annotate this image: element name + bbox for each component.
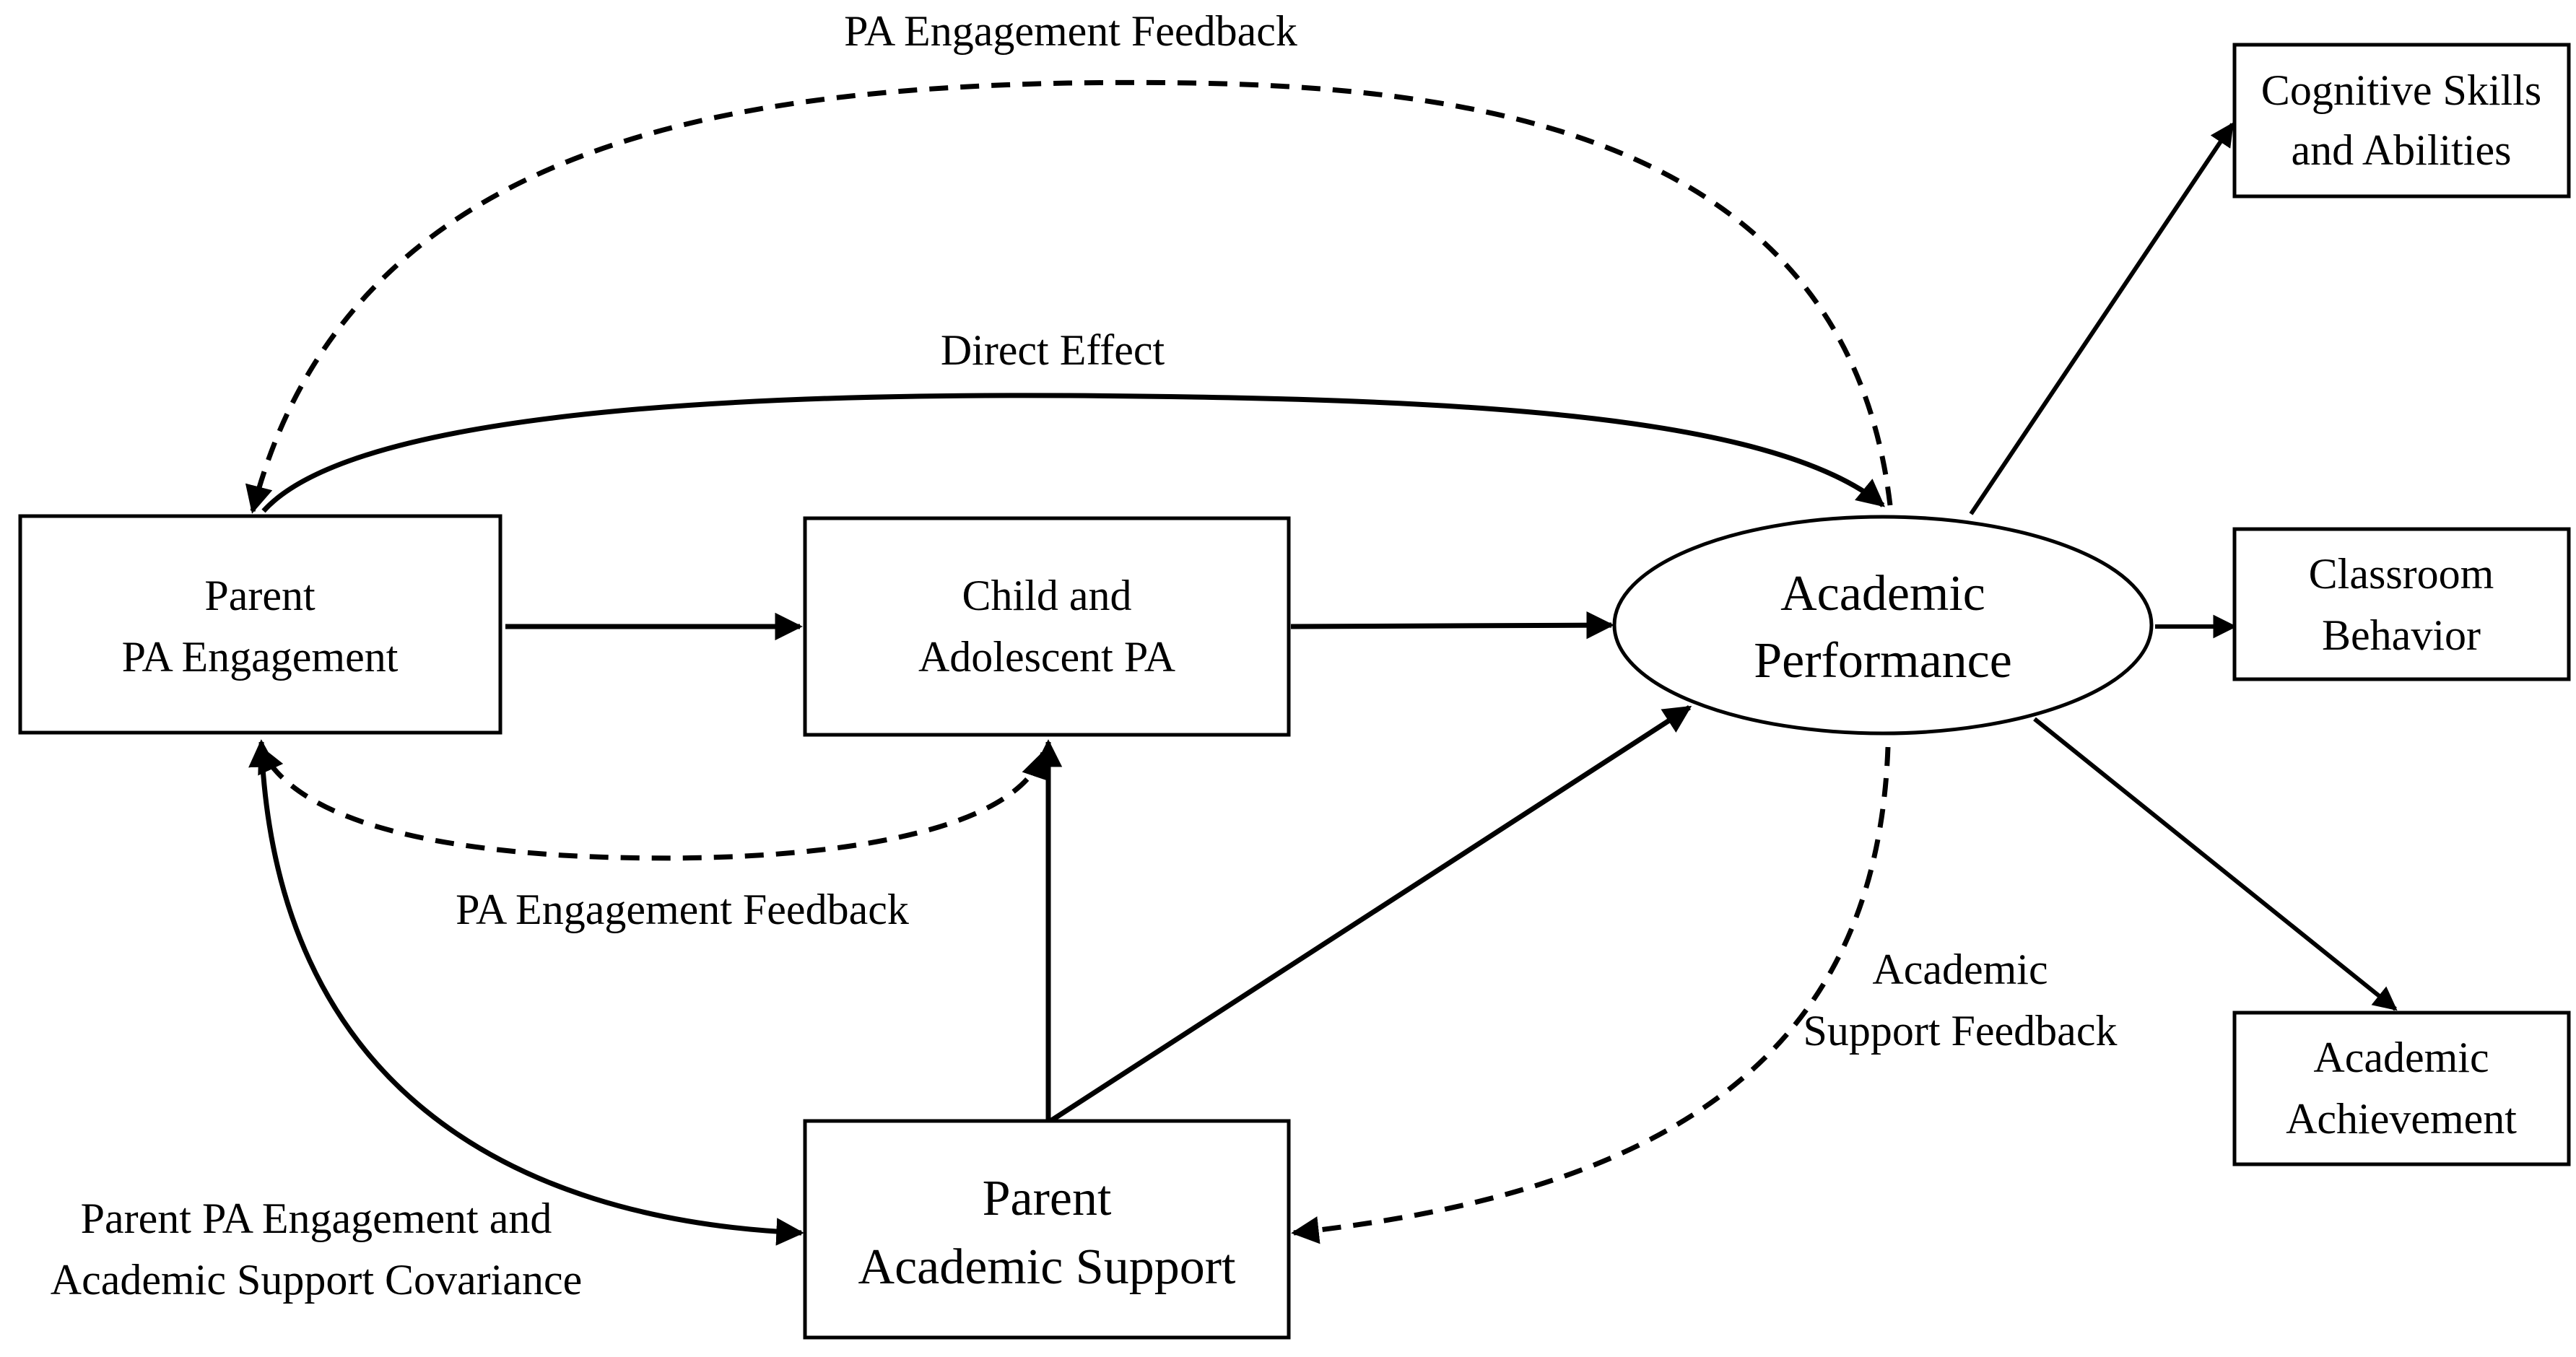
node-academic-achievement: Academic Achievement	[2232, 1011, 2571, 1166]
node-parent-academic-support-line2: Academic Support	[858, 1239, 1236, 1295]
edge-support-to-performance	[1049, 705, 1692, 1123]
node-academic-performance-line2: Performance	[1754, 633, 2012, 689]
node-cognitive-skills-line1: Cognitive Skills	[2261, 66, 2541, 114]
label-covariance-line2: Academic Support Covariance	[51, 1256, 582, 1304]
node-classroom-behavior-line2: Behavior	[2322, 611, 2481, 659]
node-cognitive-skills-line2: and Abilities	[2292, 126, 2512, 174]
edge-performance-to-cognitive	[1969, 122, 2235, 515]
node-parent-pa-engagement-line2: PA Engagement	[122, 633, 399, 681]
node-parent-academic-support-line1: Parent	[983, 1171, 1112, 1226]
edge-performance-to-achievement	[2033, 717, 2398, 1011]
label-covariance-line1: Parent PA Engagement and	[81, 1195, 552, 1242]
label-academic-support-feedback-line1: Academic	[1872, 946, 2048, 993]
edge-direct-effect	[261, 393, 1885, 513]
node-academic-achievement-line2: Achievement	[2286, 1095, 2517, 1143]
node-parent-pa-engagement-line1: Parent	[204, 572, 316, 619]
node-child-adolescent-pa-line2: Adolescent PA	[918, 633, 1175, 681]
edge-covariance	[248, 739, 804, 1246]
node-academic-performance-line1: Academic	[1780, 566, 1985, 621]
node-child-adolescent-pa-line1: Child and	[962, 572, 1132, 619]
edge-academic-support-feedback	[1291, 746, 1891, 1244]
label-academic-support-feedback-line2: Support Feedback	[1803, 1007, 2118, 1055]
edge-top-pa-engagement-feedback	[245, 79, 1893, 514]
label-direct-effect: Direct Effect	[941, 326, 1165, 374]
label-lower-pa-engagement-feedback: PA Engagement Feedback	[456, 886, 909, 933]
node-cognitive-skills: Cognitive Skills and Abilities	[2232, 43, 2571, 198]
node-parent-academic-support: Parent Academic Support	[803, 1119, 1291, 1340]
label-top-pa-engagement-feedback: PA Engagement Feedback	[844, 7, 1297, 55]
node-parent-pa-engagement: Parent PA Engagement	[18, 514, 502, 735]
node-child-adolescent-pa: Child and Adolescent PA	[803, 516, 1291, 737]
node-classroom-behavior: Classroom Behavior	[2232, 527, 2571, 681]
edge-child-pa-to-performance	[1290, 611, 1614, 640]
edge-lower-pa-engagement-feedback	[257, 744, 1048, 861]
node-academic-achievement-line1: Academic	[2313, 1034, 2489, 1081]
node-classroom-behavior-line1: Classroom	[2309, 550, 2494, 598]
node-academic-performance: Academic Performance	[1612, 515, 2154, 736]
